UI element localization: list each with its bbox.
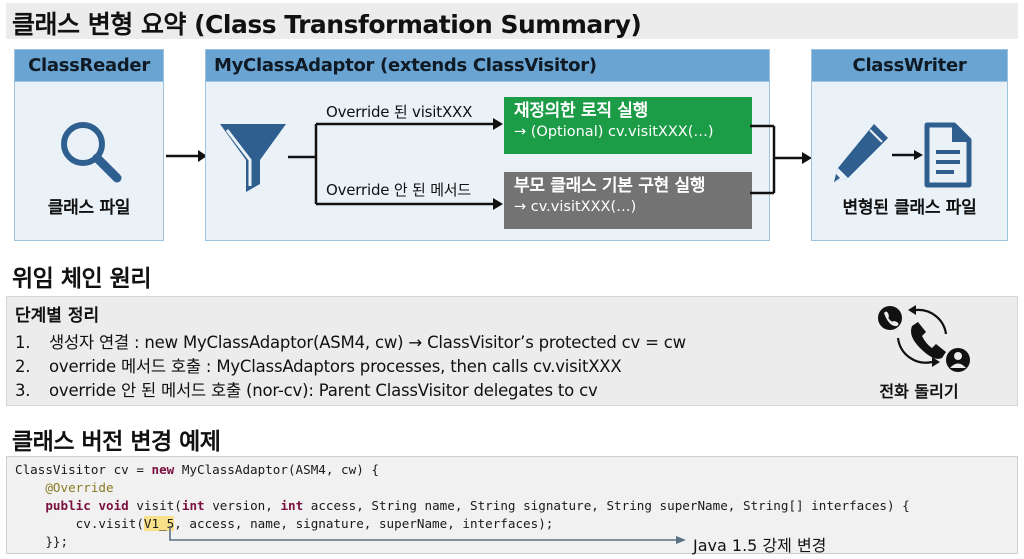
overridden-result-box: 재정의한 로직 실행 → (Optional) cv.visitXXX(…) <box>504 97 752 154</box>
default-result-detail: → cv.visitXXX(…) <box>514 199 637 215</box>
magnifier-icon <box>61 122 122 183</box>
title-bar: 클래스 변형 요약 (Class Transformation Summary) <box>6 3 1018 39</box>
step-text: 생성자 연결 : new MyClassAdaptor(ASM4, cw) → … <box>49 333 686 352</box>
overridden-result-detail: → (Optional) cv.visitXXX(…) <box>514 124 714 140</box>
class-writer-caption: 변형된 클래스 파일 <box>842 198 977 218</box>
call-forwarding-icon <box>878 305 970 372</box>
class-reader-caption: 클래스 파일 <box>47 198 131 218</box>
steps-panel: 단계별 정리 1. 생성자 연결 : new MyClassAdaptor(ASM… <box>6 296 1018 406</box>
adaptor-box: MyClassAdaptor (extends ClassVisitor) Ov… <box>205 49 770 241</box>
step-text: override 메서드 호출 : MyClassAdaptors proces… <box>49 357 622 376</box>
overridden-result-title: 재정의한 로직 실행 <box>514 101 648 121</box>
code-line: ClassVisitor cv = new MyClassAdaptor(ASM… <box>15 462 379 477</box>
example-title: 클래스 버전 변경 예제 <box>12 429 221 455</box>
code-line: cv.visit(V1_5, access, name, signature, … <box>15 516 554 531</box>
code-block: ClassVisitor cv = new MyClassAdaptor(ASM… <box>6 456 1018 554</box>
delegation-title: 위임 체인 원리 <box>12 266 151 292</box>
steps-panel-title: 단계별 정리 <box>15 306 100 326</box>
step-item: 3. override 안 된 메서드 호출 (nor-cv): Parent C… <box>15 377 598 401</box>
pencil-icon <box>834 124 888 182</box>
funnel-icon <box>220 124 286 192</box>
document-icon <box>924 122 972 188</box>
code-line: @Override <box>15 480 114 495</box>
annotation-arrow-icon <box>169 526 686 544</box>
adaptor-title: MyClassAdaptor (extends ClassVisitor) <box>206 50 769 82</box>
class-reader-title: ClassReader <box>15 50 163 82</box>
class-writer-title: ClassWriter <box>812 50 1007 82</box>
step-number: 1. <box>15 333 31 352</box>
version-highlight: V1_5 <box>143 516 175 531</box>
class-writer-box: ClassWriter 변형된 클래스 파일 <box>811 49 1008 241</box>
branch-label-overridden: Override 된 visitXXX <box>326 103 473 121</box>
step-number: 2. <box>15 357 31 376</box>
branch-label-not-overridden: Override 안 된 메서드 <box>326 181 472 199</box>
code-line: }}; <box>15 534 69 549</box>
branch-lines <box>288 118 503 210</box>
version-annotation: Java 1.5 강제 변경 <box>693 536 827 555</box>
step-item: 1. 생성자 연결 : new MyClassAdaptor(ASM4, cw) … <box>15 329 686 353</box>
call-forwarding-caption: 전화 돌리기 <box>879 382 959 401</box>
arrow-icon <box>892 150 923 160</box>
merge-arrow-icon <box>750 124 812 195</box>
page-title: 클래스 변형 요약 (Class Transformation Summary) <box>12 10 642 39</box>
step-number: 3. <box>15 381 31 400</box>
step-item: 2. override 메서드 호출 : MyClassAdaptors proc… <box>15 353 622 377</box>
default-result-title: 부모 클래스 기본 구현 실행 <box>514 176 706 196</box>
step-text: override 안 된 메서드 호출 (nor-cv): Parent Cla… <box>49 381 598 400</box>
flow-arrow-icon <box>166 150 207 162</box>
code-line: public void visit(int version, int acces… <box>45 498 910 513</box>
class-reader-box: ClassReader 클래스 파일 <box>14 49 164 241</box>
default-result-box: 부모 클래스 기본 구현 실행 → cv.visitXXX(…) <box>504 172 752 229</box>
